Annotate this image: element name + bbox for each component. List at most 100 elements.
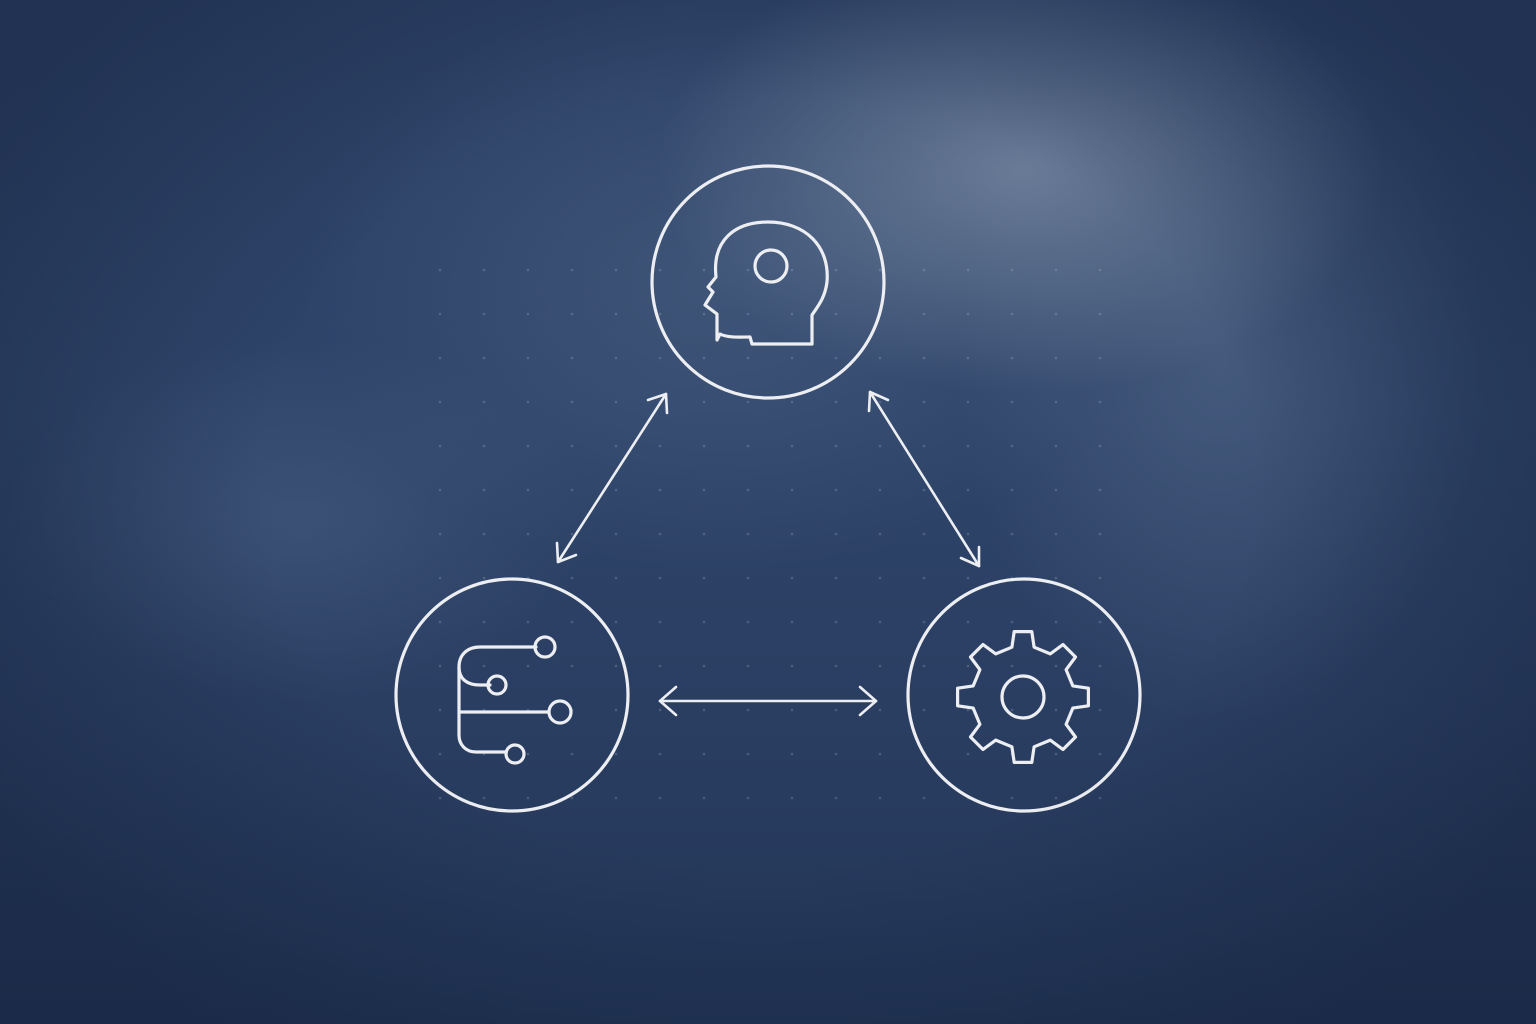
grid-dot: [966, 400, 970, 404]
grid-dot: [614, 444, 618, 448]
grid-dot: [1010, 796, 1014, 800]
grid-dot: [570, 532, 574, 536]
grid-dot: [790, 664, 794, 668]
grid-dot: [658, 488, 662, 492]
grid-dot: [966, 576, 970, 580]
grid-dot: [1054, 796, 1058, 800]
grid-dot: [614, 312, 618, 316]
grid-dot: [438, 356, 442, 360]
grid-dot: [922, 400, 926, 404]
grid-dot: [1010, 268, 1014, 272]
grid-dot: [790, 400, 794, 404]
grid-dot: [702, 268, 706, 272]
node-mind-ring: [650, 164, 886, 400]
grid-dot: [922, 796, 926, 800]
grid-dot: [878, 752, 882, 756]
grid-dot: [790, 620, 794, 624]
grid-dot: [878, 532, 882, 536]
grid-dot: [482, 664, 486, 668]
grid-dot: [482, 620, 486, 624]
grid-dot: [702, 400, 706, 404]
grid-dot: [966, 708, 970, 712]
grid-dot: [1010, 532, 1014, 536]
grid-dot: [482, 312, 486, 316]
grid-dot: [1098, 400, 1102, 404]
grid-dot: [746, 532, 750, 536]
grid-dot: [570, 796, 574, 800]
grid-dot: [878, 796, 882, 800]
grid-dot: [614, 664, 618, 668]
grid-dot: [658, 664, 662, 668]
grid-dot: [878, 268, 882, 272]
grid-dot: [966, 664, 970, 668]
grid-dot: [834, 620, 838, 624]
grid-dot: [702, 356, 706, 360]
grid-dot: [1054, 312, 1058, 316]
grid-dot: [790, 576, 794, 580]
grid-dot: [658, 268, 662, 272]
grid-dot: [834, 312, 838, 316]
grid-dot: [790, 488, 794, 492]
grid-dot: [922, 444, 926, 448]
grid-dot: [658, 312, 662, 316]
human-head-icon: [703, 220, 829, 346]
grid-dot: [614, 620, 618, 624]
grid-dot: [1010, 444, 1014, 448]
grid-dot: [746, 796, 750, 800]
grid-dot: [1098, 444, 1102, 448]
grid-dot: [702, 312, 706, 316]
grid-dot: [614, 268, 618, 272]
grid-dot: [482, 576, 486, 580]
grid-dot: [702, 620, 706, 624]
grid-dot: [834, 400, 838, 404]
grid-dot: [438, 312, 442, 316]
grid-dot: [922, 576, 926, 580]
grid-dot: [614, 356, 618, 360]
node-settings: [906, 577, 1142, 813]
grid-dot: [526, 444, 530, 448]
grid-dot: [658, 708, 662, 712]
grid-dot: [1098, 576, 1102, 580]
grid-dot: [614, 532, 618, 536]
grid-dot: [1054, 444, 1058, 448]
grid-dot: [922, 356, 926, 360]
grid-dot: [966, 444, 970, 448]
grid-dot: [526, 796, 530, 800]
grid-dot: [966, 620, 970, 624]
grid-dot: [878, 664, 882, 668]
grid-dot: [438, 576, 442, 580]
grid-dot: [526, 400, 530, 404]
grid-dot: [438, 268, 442, 272]
grid-dot: [570, 620, 574, 624]
grid-dot: [834, 444, 838, 448]
grid-dot: [526, 532, 530, 536]
grid-dot: [834, 356, 838, 360]
grid-dot: [1010, 708, 1014, 712]
grid-dot: [966, 356, 970, 360]
grid-dot: [658, 752, 662, 756]
grid-dot: [570, 752, 574, 756]
grid-dot: [1054, 400, 1058, 404]
grid-dot: [702, 664, 706, 668]
grid-dot: [1098, 268, 1102, 272]
grid-dot: [834, 796, 838, 800]
grid-dot: [702, 708, 706, 712]
grid-dot: [834, 664, 838, 668]
grid-dot: [1010, 400, 1014, 404]
grid-dot: [1054, 752, 1058, 756]
grid-dot: [1010, 664, 1014, 668]
grid-dot: [790, 312, 794, 316]
grid-dot: [1010, 488, 1014, 492]
dot-grid: [438, 268, 1102, 800]
grid-dot: [746, 268, 750, 272]
grid-dot: [922, 532, 926, 536]
connector-network-settings: [658, 685, 878, 717]
grid-dot: [702, 576, 706, 580]
grid-dot: [790, 796, 794, 800]
grid-dot: [1098, 312, 1102, 316]
grid-dot: [482, 532, 486, 536]
grid-dot: [1010, 312, 1014, 316]
grid-dot: [658, 444, 662, 448]
grid-dot: [922, 620, 926, 624]
grid-dot: [746, 620, 750, 624]
